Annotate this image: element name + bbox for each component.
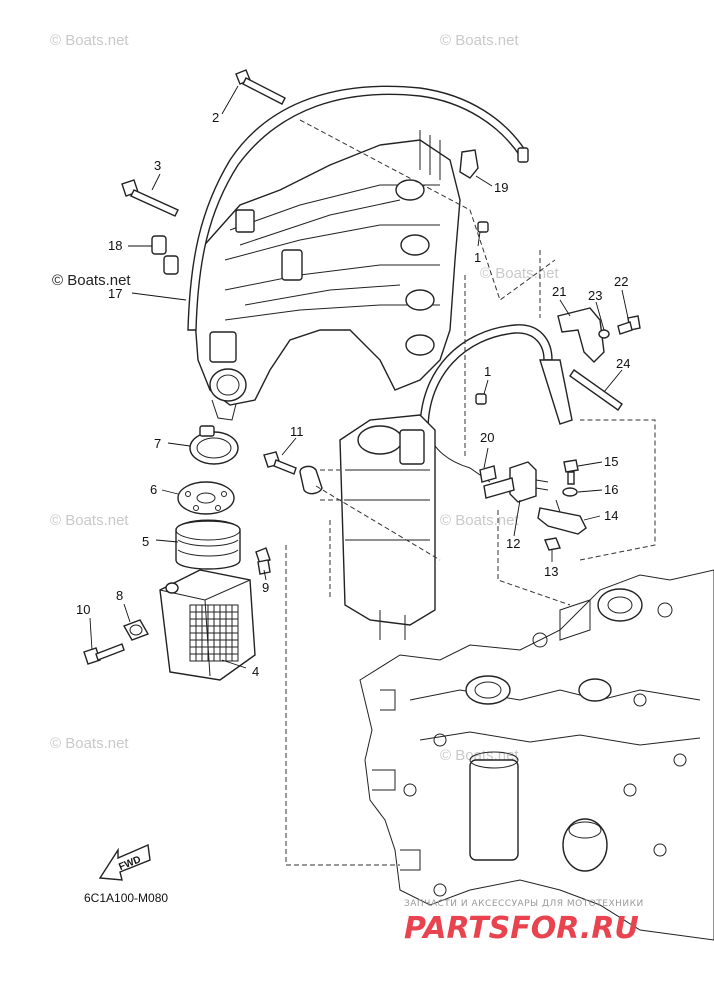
clamp-7 (189, 425, 239, 465)
callout-20: 20 (480, 430, 494, 445)
partsfor-logo: ЗАПЧАСТИ И АКСЕССУАРЫ ДЛЯ МОТОТЕХНИКИ PA… (404, 899, 644, 946)
callout-6: 6 (150, 482, 157, 497)
watermark: © Boats.net (52, 272, 131, 289)
callout-15: 15 (604, 454, 618, 469)
bolt-10 (83, 643, 125, 665)
watermark: © Boats.net (480, 265, 559, 282)
bolt-11 (263, 451, 441, 561)
pressure-sensor-12 (483, 461, 549, 503)
watermark: © Boats.net (440, 512, 519, 529)
callout-17: 17 (108, 286, 122, 301)
clip-19 (459, 149, 479, 179)
bracket-14 (537, 499, 587, 535)
watermark: © Boats.net (50, 735, 129, 752)
clip-23 (598, 329, 610, 339)
dowel-pins-1 (475, 221, 489, 405)
cable-tie-24 (569, 369, 623, 411)
watermark: © Boats.net (440, 32, 519, 49)
bolt-3 (121, 179, 179, 217)
callout-1-upper: 1 (474, 250, 481, 265)
callout-2: 2 (212, 110, 219, 125)
callout-12: 12 (506, 536, 520, 551)
callout-24: 24 (616, 356, 630, 371)
nut-13 (544, 537, 561, 551)
intake-duct-5 (175, 519, 241, 570)
clip-20 (479, 465, 497, 483)
bolt-22 (617, 315, 641, 335)
callout-4: 4 (252, 664, 259, 679)
callout-7: 7 (154, 436, 161, 451)
guide-lines (285, 119, 656, 866)
callout-11: 11 (290, 424, 304, 439)
callout-22: 22 (614, 274, 628, 289)
callout-19: 19 (494, 180, 508, 195)
callout-9: 9 (262, 580, 269, 595)
hose-17 (187, 85, 529, 331)
callout-16: 16 (604, 482, 618, 497)
callout-14: 14 (604, 508, 618, 523)
callout-1-lower: 1 (484, 364, 491, 379)
callout-23: 23 (588, 288, 602, 303)
callout-21: 21 (552, 284, 566, 299)
silencer-grid (189, 604, 239, 662)
diagram-code: 6C1A100-M080 (84, 891, 168, 905)
engine-block (359, 569, 714, 941)
silencer-4 (159, 569, 256, 681)
watermark: © Boats.net (50, 32, 129, 49)
washer-16 (562, 487, 578, 497)
callout-3: 3 (154, 158, 161, 173)
callout-13: 13 (544, 564, 558, 579)
leader-lines (89, 85, 629, 669)
bolt-2 (235, 69, 286, 105)
brand-logo-text: PARTSFOR.RU (404, 911, 639, 946)
brand-tagline: ЗАПЧАСТИ И АКСЕССУАРЫ ДЛЯ МОТОТЕХНИКИ (404, 899, 644, 909)
grommet-8 (122, 619, 150, 641)
fwd-arrow-icon: FWD (98, 843, 151, 881)
bracket-21 (557, 307, 605, 363)
callout-10: 10 (76, 602, 90, 617)
gasket-6 (177, 481, 235, 515)
bolt-15 (563, 459, 579, 485)
intake-manifold (194, 130, 461, 421)
collar-9 (255, 547, 271, 575)
watermark: © Boats.net (50, 512, 129, 529)
callout-8: 8 (116, 588, 123, 603)
callout-5: 5 (142, 534, 149, 549)
hose-clip-18 (151, 235, 179, 275)
vapor-separator (320, 414, 436, 640)
callout-labels: 1 1 2 3 4 5 6 7 8 9 10 11 12 13 14 15 16… (76, 110, 630, 679)
callout-18: 18 (108, 238, 122, 253)
